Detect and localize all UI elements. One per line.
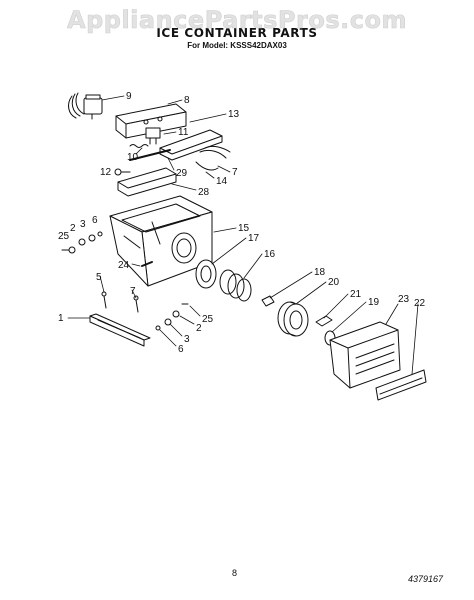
part-18-clip xyxy=(261,295,275,307)
callout-5: 5 xyxy=(96,272,102,283)
callout-3-right: 3 xyxy=(184,334,190,345)
part-24-pin xyxy=(141,261,153,267)
callout-12: 12 xyxy=(100,167,112,178)
callout-10: 10 xyxy=(127,152,139,163)
callout-7-upper: 7 xyxy=(232,167,238,178)
part-1-rail xyxy=(89,313,151,347)
callout-labels: 9 8 13 11 10 12 29 7 14 28 15 17 16 18 2… xyxy=(58,91,426,355)
callout-24: 24 xyxy=(118,260,130,271)
callout-3: 3 xyxy=(80,219,86,230)
leader-lines xyxy=(67,95,419,375)
callout-20: 20 xyxy=(328,277,340,288)
callout-18: 18 xyxy=(314,267,326,278)
callout-28: 28 xyxy=(198,187,210,198)
callout-25-left: 25 xyxy=(58,231,70,242)
callout-13: 13 xyxy=(228,109,240,120)
part-17-ring xyxy=(195,259,217,289)
part-23-bucket-front xyxy=(329,321,401,389)
part-group-left-screws xyxy=(61,231,103,254)
part-21-blade xyxy=(315,315,333,327)
callout-21: 21 xyxy=(350,289,362,300)
callout-22: 22 xyxy=(414,298,426,309)
callout-11: 11 xyxy=(178,127,189,138)
model-subtitle: For Model: KSSS42DAX03 xyxy=(187,41,287,50)
callout-6-left: 6 xyxy=(92,215,98,226)
part-8-bracket xyxy=(115,103,187,139)
part-7-screw xyxy=(133,295,139,313)
part-15-container-housing xyxy=(109,195,213,287)
callout-16: 16 xyxy=(264,249,276,260)
callout-14: 14 xyxy=(216,176,228,187)
callout-2-left: 2 xyxy=(70,223,76,234)
callout-8: 8 xyxy=(184,95,190,106)
callout-9: 9 xyxy=(126,91,132,102)
callout-1: 1 xyxy=(58,313,64,324)
callout-19: 19 xyxy=(368,297,380,308)
part-group-right-screws xyxy=(155,303,189,331)
part-29-shaft xyxy=(129,149,171,161)
page-number: 8 xyxy=(232,568,238,578)
part-13-cover-bar xyxy=(159,129,231,161)
callout-6-right: 6 xyxy=(178,344,184,355)
callout-7-lower: 7 xyxy=(130,286,136,297)
part-20-auger xyxy=(277,301,309,337)
part-11-switch xyxy=(145,127,161,145)
document-number: 4379167 xyxy=(408,574,444,584)
part-14-wire xyxy=(195,161,219,171)
callout-17: 17 xyxy=(248,233,260,244)
page-title: ICE CONTAINER PARTS xyxy=(156,26,318,40)
part-28-rail xyxy=(117,167,177,197)
part-9-auger-motor xyxy=(68,92,103,120)
callout-23: 23 xyxy=(398,294,410,305)
callout-15: 15 xyxy=(238,223,250,234)
part-16-spring xyxy=(219,269,252,302)
callout-2-right: 2 xyxy=(196,323,202,334)
callout-25-right: 25 xyxy=(202,314,214,325)
part-10-spring xyxy=(129,144,149,148)
part-5-screw xyxy=(101,291,107,309)
callout-29: 29 xyxy=(176,168,188,179)
part-22-front-panel xyxy=(375,369,427,401)
